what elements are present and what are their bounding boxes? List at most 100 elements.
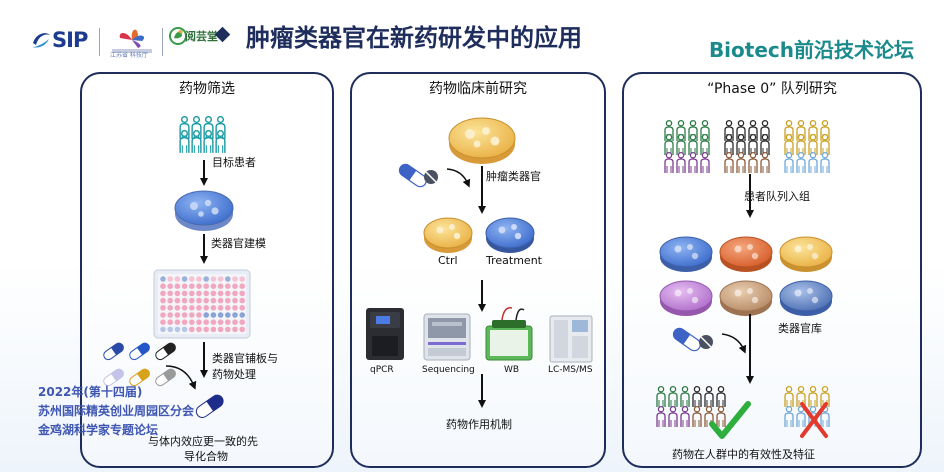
well	[232, 276, 238, 282]
petri-dish-icon	[719, 280, 773, 316]
person-icon	[808, 385, 818, 407]
well	[181, 312, 188, 318]
patient-cohort-group	[664, 119, 830, 173]
label-lead-line1: 与体内效应更一致的先	[148, 435, 258, 448]
well	[217, 326, 224, 333]
cross-icon	[800, 402, 828, 438]
well	[232, 305, 238, 311]
person-icon	[760, 151, 770, 173]
person-icon	[704, 385, 714, 407]
tumor-organoid-dish-icon	[448, 117, 516, 164]
person-icon	[820, 385, 830, 407]
label-wb: WB	[504, 365, 520, 375]
slide-title: 肿瘤类器官在新药研发中的应用	[246, 24, 582, 52]
lc-ms-device-icon	[549, 315, 593, 363]
well	[225, 319, 231, 325]
well	[160, 297, 166, 304]
phase0-diagram	[656, 119, 833, 439]
person-icon	[736, 151, 746, 173]
panel-preclinical-research: 药物临床前研究	[350, 72, 606, 468]
well	[239, 319, 245, 325]
third-logo-text: 阅芸堂	[185, 30, 218, 43]
well	[203, 319, 209, 325]
flower-logo-icon	[112, 29, 152, 53]
well	[210, 312, 217, 318]
well	[196, 290, 202, 297]
person-icon	[796, 151, 806, 173]
capsule-icon	[398, 163, 427, 188]
well	[160, 319, 166, 325]
label-tumor-organoid: 肿瘤类器官	[486, 170, 541, 183]
petri-dish-icon	[779, 236, 833, 272]
person-icon	[784, 385, 794, 407]
well	[203, 283, 209, 289]
well	[225, 297, 231, 304]
patient-response-group	[656, 385, 830, 427]
person-icon	[656, 405, 666, 427]
capsule-icon	[155, 342, 176, 361]
panel-drug-screening: 药物筛选	[80, 72, 334, 468]
event-line2: 苏州国际精英创业周园区分会	[38, 404, 195, 418]
well	[160, 312, 166, 318]
well	[181, 276, 188, 282]
person-icon	[692, 405, 702, 427]
well	[210, 276, 217, 282]
pill-icon	[699, 335, 713, 349]
person-icon	[203, 130, 214, 154]
person-icon	[784, 133, 794, 155]
label-treatment: Treatment	[486, 254, 542, 267]
forum-brand: Biotech前沿技术论坛	[708, 38, 914, 62]
capsule-icon	[103, 342, 124, 361]
well	[189, 312, 195, 318]
label-biobank: 类器官库	[778, 322, 822, 335]
petri-dish-icon	[659, 280, 713, 316]
person-icon	[724, 133, 734, 155]
well	[160, 326, 166, 333]
sip-logo-text: SIP	[52, 28, 88, 52]
qpcr-machine-icon	[366, 308, 404, 360]
well	[203, 326, 209, 333]
person-icon	[700, 151, 710, 173]
pill-icon	[424, 170, 438, 184]
well	[203, 290, 209, 297]
well	[189, 290, 195, 297]
label-qpcr: qPCR	[370, 365, 394, 375]
well	[196, 319, 202, 325]
person-icon	[760, 133, 770, 155]
well	[196, 276, 202, 282]
slide-header: SIP 江苏省 科技厅 阅芸堂 肿瘤类器官在新药研发中的应用 Biotech前沿…	[0, 0, 944, 70]
person-icon	[676, 151, 686, 173]
person-icon	[716, 385, 726, 407]
person-icon	[796, 133, 806, 155]
person-icon	[748, 151, 758, 173]
third-logo: 阅芸堂	[168, 24, 218, 60]
well	[210, 283, 217, 289]
panel-title: 药物筛选	[179, 81, 235, 97]
well-plate-icon	[153, 269, 251, 339]
well	[189, 276, 195, 282]
person-icon	[784, 405, 794, 427]
well	[217, 312, 224, 318]
well	[174, 283, 181, 289]
organoid-biobank-group	[659, 236, 833, 316]
capsule-icon	[672, 327, 701, 352]
logo-divider	[162, 28, 163, 56]
well	[196, 312, 202, 318]
well	[239, 290, 245, 297]
well	[225, 283, 231, 289]
well	[210, 297, 217, 304]
organoid-dish-icon	[174, 190, 234, 231]
well	[189, 319, 195, 325]
person-icon	[736, 133, 746, 155]
well	[189, 305, 195, 311]
capsule-icon	[129, 342, 150, 361]
person-icon	[668, 385, 678, 407]
well	[239, 297, 245, 304]
person-icon	[796, 405, 806, 427]
well	[217, 319, 224, 325]
sip-swoosh-icon	[32, 33, 50, 48]
well	[196, 305, 202, 311]
well	[210, 326, 217, 333]
well	[174, 326, 181, 333]
well	[160, 276, 166, 282]
